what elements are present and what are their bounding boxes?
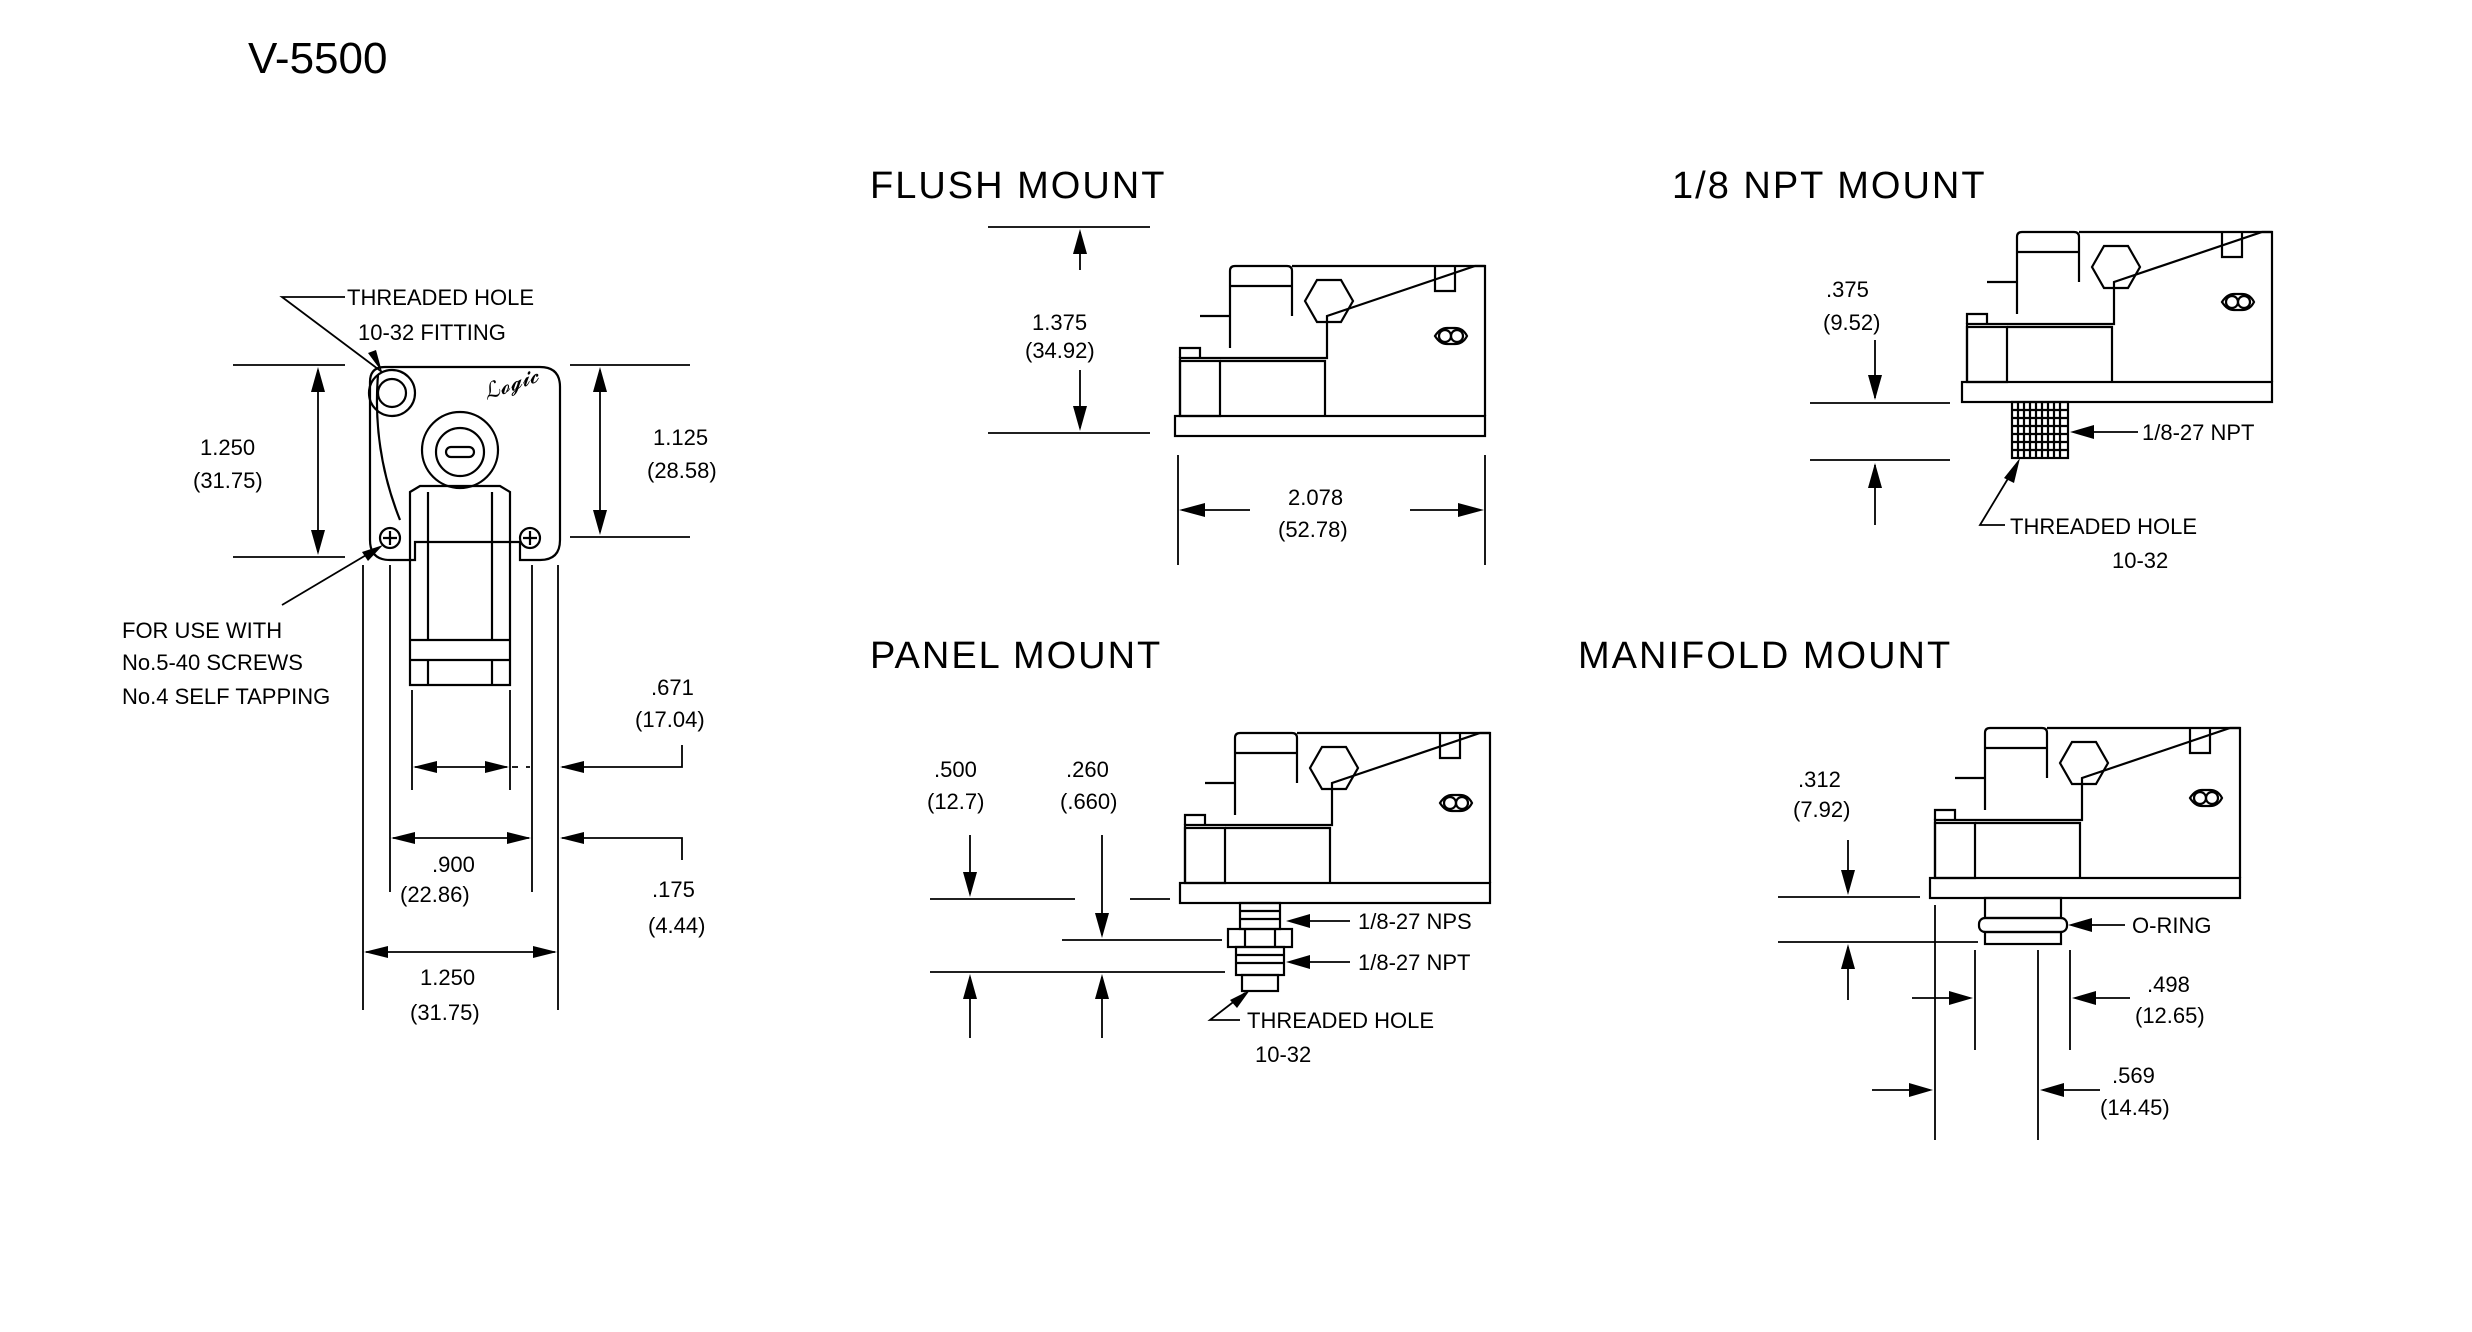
npt-mount-heading: 1/8 NPT MOUNT (1672, 165, 1987, 207)
front-width-dim-mm: (31.75) (410, 1000, 480, 1025)
flush-mount-heading: FLUSH MOUNT (870, 165, 1166, 207)
npt-thread-icon (2010, 400, 2070, 460)
npt-hole-size: 10-32 (2112, 548, 2168, 573)
knob-icon (420, 410, 500, 490)
panel-hole-size: 10-32 (1255, 1042, 1311, 1067)
flush-length-dim-mm: (52.78) (1278, 517, 1348, 542)
manifold-312-dim-mm: (7.92) (1793, 797, 1850, 822)
panel-fitting-icon (1226, 901, 1294, 993)
front-175-dim-mm: (4.44) (648, 913, 705, 938)
screw-hole-icon (518, 526, 542, 550)
manifold-oring-label: O-RING (2132, 913, 2211, 938)
front-threaded-hole-label: THREADED HOLE (347, 285, 534, 310)
drawing-title: V-5500 (248, 34, 387, 83)
panel-260-dim-mm: (.660) (1060, 789, 1117, 814)
panel-500-dim-mm: (12.7) (927, 789, 984, 814)
front-inner-height-dim: 1.125 (653, 425, 708, 450)
front-height-dim: 1.250 (200, 435, 255, 460)
manifold-498-dim: .498 (2147, 972, 2190, 997)
front-900-dim: .900 (432, 852, 475, 877)
panel-500-dim: .500 (934, 757, 977, 782)
oring-stem-icon (1977, 896, 2069, 946)
threaded-hole-icon (367, 368, 417, 418)
flush-length-dim: 2.078 (1288, 485, 1343, 510)
panel-hole-label: THREADED HOLE (1247, 1008, 1434, 1033)
lever-icon (408, 484, 512, 687)
panel-npt-label: 1/8-27 NPT (1358, 950, 1471, 975)
front-671-dim-mm: (17.04) (635, 707, 705, 732)
npt-thread-label: 1/8-27 NPT (2142, 420, 2255, 445)
manifold-569-dim: .569 (2112, 1063, 2155, 1088)
flush-height-dim: 1.375 (1032, 310, 1087, 335)
panel-mount-heading: PANEL MOUNT (870, 635, 1162, 677)
front-view: ℒ𝓸𝓰𝓲𝓬 THREADED HOLE 10-32 FITTING 1.250 … (122, 285, 717, 1025)
npt-dim: .375 (1826, 277, 1869, 302)
panel-260-dim: .260 (1066, 757, 1109, 782)
screws-note-line1: FOR USE WITH (122, 618, 282, 643)
panel-valve-body (1178, 731, 1492, 905)
manifold-569-dim-mm: (14.45) (2100, 1095, 2170, 1120)
flush-valve-body (1173, 264, 1487, 438)
npt-valve-body (1960, 230, 2274, 404)
manifold-mount-view: MANIFOLD MOUNT .312 (7.92) O-RING .498 (… (1578, 635, 2242, 1140)
flush-height-dim-mm: (34.92) (1025, 338, 1095, 363)
flush-mount-view: FLUSH MOUNT 1.375 (34.92) 2.078 (52.78) (870, 165, 1487, 565)
manifold-312-dim: .312 (1798, 767, 1841, 792)
front-175-dim: .175 (652, 877, 695, 902)
npt-hole-label: THREADED HOLE (2010, 514, 2197, 539)
screws-note-line3: No.4 SELF TAPPING (122, 684, 330, 709)
npt-mount-view: 1/8 NPT MOUNT .375 (9.52) 1/8-27 NPT THR… (1672, 165, 2274, 573)
front-inner-height-dim-mm: (28.58) (647, 458, 717, 483)
screw-hole-icon (378, 526, 402, 550)
front-671-dim: .671 (651, 675, 694, 700)
manifold-mount-heading: MANIFOLD MOUNT (1578, 635, 1952, 677)
manifold-498-dim-mm: (12.65) (2135, 1003, 2205, 1028)
screws-note-line2: No.5-40 SCREWS (122, 650, 303, 675)
front-fitting-label: 10-32 FITTING (358, 320, 506, 345)
panel-mount-view: PANEL MOUNT .500 (12.7) .260 (.660) 1/8-… (870, 635, 1492, 1067)
panel-nps-label: 1/8-27 NPS (1358, 909, 1472, 934)
manifold-valve-body (1928, 726, 2242, 900)
front-width-dim: 1.250 (420, 965, 475, 990)
front-900-dim-mm: (22.86) (400, 882, 470, 907)
npt-dim-mm: (9.52) (1823, 310, 1880, 335)
front-height-dim-mm: (31.75) (193, 468, 263, 493)
